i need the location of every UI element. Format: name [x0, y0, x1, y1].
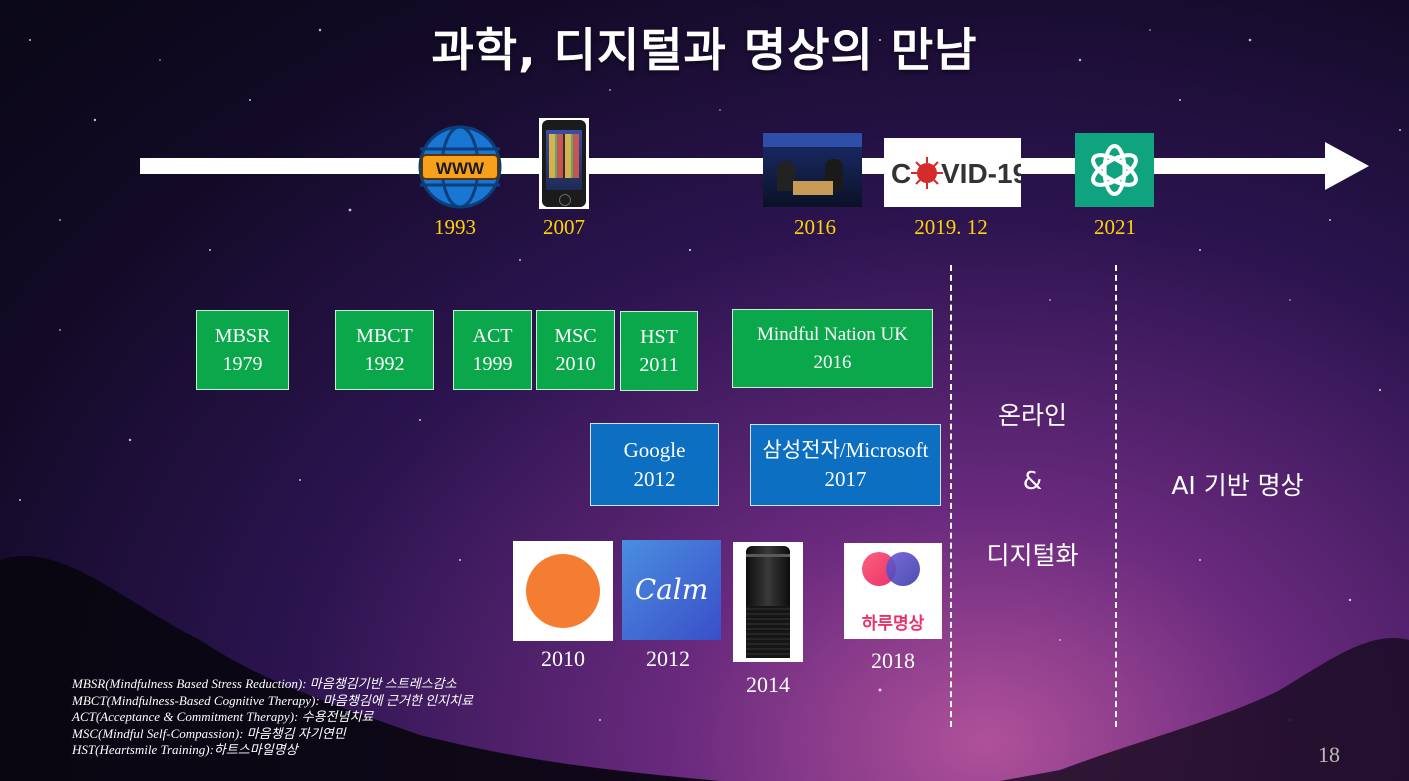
box-year: 2011	[639, 354, 679, 376]
blue-box-samsung-microsoft: 삼성전자/Microsoft 2017	[750, 424, 941, 506]
box-name: MSC	[554, 325, 597, 347]
year-iphone: 2007	[543, 215, 585, 239]
box-year: 2016	[813, 351, 852, 373]
box-name: 삼성전자/Microsoft	[762, 438, 929, 462]
app-year-haru: 2018	[871, 648, 915, 673]
box-name: ACT	[472, 325, 513, 347]
haru-meditation-logo: 하루명상	[844, 543, 942, 639]
svg-text:VID-19: VID-19	[941, 158, 1021, 189]
box-year: 2010	[555, 353, 596, 375]
footnote-mbsr: MBSR(Mindfulness Based Stress Reduction)…	[72, 676, 457, 691]
footnote-msc: MSC(Mindful Self-Compassion): 마음챙김 자기연민	[72, 725, 346, 741]
box-year: 2017	[824, 467, 867, 491]
green-box-mbct: MBCT 1992	[335, 310, 434, 390]
ai-meditation-label: AI 기반 명상	[1171, 471, 1304, 500]
blue-box-google: Google 2012	[590, 423, 719, 506]
app-year-echo: 2014	[746, 672, 790, 697]
year-www: 1993	[434, 215, 476, 239]
box-name: Mindful Nation UK	[757, 323, 908, 345]
svg-text:C: C	[891, 158, 911, 189]
box-name: MBSR	[214, 325, 271, 347]
www-globe-icon: WWW	[418, 125, 502, 209]
box-name: Google	[623, 437, 686, 462]
ai-section-divider	[1115, 265, 1117, 727]
app-year-calm: 2012	[646, 646, 690, 671]
ampersand-label: &	[1022, 466, 1043, 495]
green-box-msc: MSC 2010	[536, 310, 615, 390]
haru-logo-text: 하루명상	[861, 614, 925, 634]
box-name: MBCT	[356, 325, 413, 347]
online-section-divider	[950, 265, 952, 727]
footnote-hst: HST(Heartsmile Training):하트스마일명상	[72, 742, 298, 757]
covid-19-logo: C VID-19	[884, 138, 1028, 207]
www-logo-text: WWW	[436, 159, 485, 178]
online-label: 온라인	[997, 401, 1067, 430]
alphago-match-photo	[763, 133, 862, 207]
box-name: HST	[640, 326, 678, 348]
amazon-echo-image	[733, 542, 803, 662]
iphone-image	[539, 118, 589, 209]
year-alphago: 2016	[794, 215, 836, 239]
footnote-act: ACT(Acceptance & Commitment Therapy): 수용…	[72, 709, 374, 724]
box-year: 2012	[633, 466, 676, 491]
box-year: 1999	[472, 353, 513, 375]
timeline-arrow-head	[1325, 142, 1369, 190]
year-covid: 2019. 12	[914, 215, 988, 239]
footnotes: MBSR(Mindfulness Based Stress Reduction)…	[72, 676, 473, 759]
digitalization-label: 디지털화	[986, 541, 1079, 570]
green-box-mindful-nation-uk: Mindful Nation UK 2016	[732, 309, 933, 388]
year-openai: 2021	[1094, 215, 1136, 239]
footnote-mbct: MBCT(Mindfulness-Based Cognitive Therapy…	[72, 692, 473, 708]
headspace-logo	[513, 541, 613, 641]
app-year-headspace: 2010	[541, 646, 585, 671]
calm-logo: Calm	[622, 540, 721, 640]
slide-title: 과학, 디지털과 명상의 만남	[431, 23, 978, 77]
green-box-hst: HST 2011	[620, 311, 698, 391]
box-year: 1979	[222, 353, 263, 375]
green-box-mbsr: MBSR 1979	[196, 310, 289, 390]
timeline-arrow-shaft	[140, 158, 1335, 174]
openai-logo-icon	[1075, 133, 1154, 207]
green-box-act: ACT 1999	[453, 310, 532, 390]
box-year: 1992	[364, 353, 405, 375]
calm-logo-text: Calm	[634, 573, 709, 606]
page-number: 18	[1318, 742, 1340, 767]
